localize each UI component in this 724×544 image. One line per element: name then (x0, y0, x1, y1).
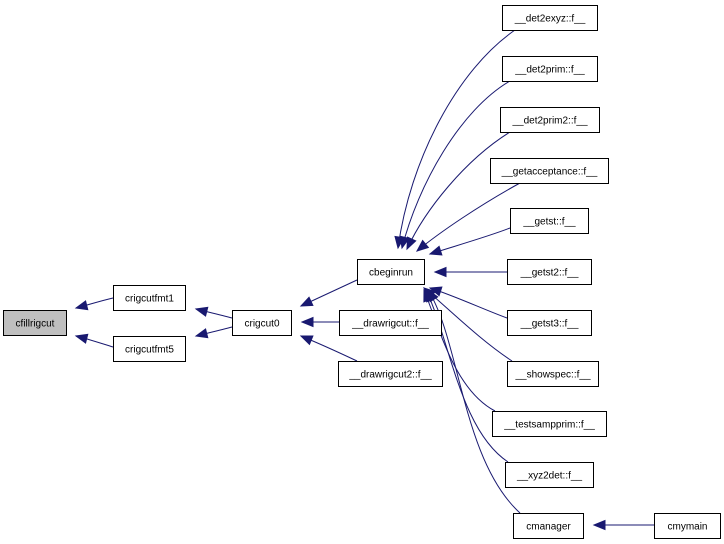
arrow-head (299, 296, 314, 307)
node-label: __det2prim2::f__ (511, 116, 587, 127)
node-label: __det2prim::f__ (514, 65, 585, 76)
arrow-head (299, 335, 314, 346)
arrow-head (592, 519, 606, 531)
edge-getst2-to-cbeginrun (433, 266, 507, 278)
node-label: __drawrigcut::f__ (351, 319, 429, 330)
node-box (654, 513, 721, 539)
edge-testsampprim-to-cbeginrun (423, 288, 496, 412)
edge-cmymain-to-cmanager (592, 519, 654, 531)
node-label: __showspec::f__ (514, 370, 590, 381)
edge-det2prim-to-cbeginrun (399, 80, 511, 250)
node-box (338, 361, 443, 387)
arrow-head (427, 288, 439, 303)
node-xyz2det[interactable]: __xyz2det::f__ (505, 462, 594, 488)
node-box (339, 310, 442, 336)
node-box (357, 259, 425, 285)
arrow-head (300, 316, 314, 328)
arrow-head (74, 300, 89, 311)
node-cmanager[interactable]: cmanager (513, 513, 584, 539)
node-crigcutfmt5[interactable]: crigcutfmt5 (113, 336, 186, 362)
node-drawrigcut[interactable]: __drawrigcut::f__ (339, 310, 442, 336)
node-showspec[interactable]: __showspec::f__ (507, 361, 599, 387)
node-box (500, 107, 600, 133)
node-box (505, 462, 594, 488)
arrow-head (399, 235, 410, 250)
node-label: crigcut0 (244, 319, 279, 330)
node-box (507, 361, 599, 387)
node-box (232, 310, 292, 336)
node-getst[interactable]: __getst::f__ (510, 208, 589, 234)
node-label: __xyz2det::f__ (516, 471, 582, 482)
node-box (113, 336, 186, 362)
edge-line (401, 80, 511, 249)
edge-drawrigcut2-to-crigcut0 (299, 335, 358, 362)
node-det2prim[interactable]: __det2prim::f__ (502, 56, 598, 82)
node-box (502, 5, 598, 31)
node-box (113, 285, 186, 311)
node-label: crigcutfmt1 (125, 294, 174, 305)
edge-line (416, 182, 521, 252)
arrow-head (406, 236, 417, 251)
node-label: crigcutfmt5 (125, 345, 174, 356)
node-label: __testsampprim::f__ (503, 420, 595, 431)
edge-getacceptance-to-cbeginrun (415, 182, 521, 252)
edge-getst-to-cbeginrun (428, 227, 511, 256)
node-crigcutfmt1[interactable]: crigcutfmt1 (113, 285, 186, 311)
arrow-head (194, 328, 209, 339)
node-label: __getacceptance::f__ (501, 167, 598, 178)
edge-crigcutfmt1-to-cfillrigcut (74, 297, 114, 311)
node-label: cbeginrun (369, 268, 413, 279)
node-label: cmymain (667, 522, 707, 533)
node-det2exyz[interactable]: __det2exyz::f__ (502, 5, 598, 31)
arrow-head (415, 239, 430, 252)
node-drawrigcut2[interactable]: __drawrigcut2::f__ (338, 361, 443, 387)
edge-line (423, 289, 496, 412)
node-label: __getst2::f__ (520, 268, 579, 279)
arrow-head (433, 266, 447, 278)
nodes-layer: cfillrigcut crigcutfmt1 crigcutfmt5 crigcut… (3, 5, 721, 539)
node-label: __det2exyz::f__ (514, 14, 586, 25)
edge-crigcutfmt5-to-cfillrigcut (74, 333, 114, 348)
node-cfillrigcut[interactable]: cfillrigcut (3, 310, 67, 336)
node-cbeginrun[interactable]: cbeginrun (357, 259, 425, 285)
node-crigcut0[interactable]: crigcut0 (232, 310, 292, 336)
node-testsampprim[interactable]: __testsampprim::f__ (492, 411, 607, 437)
edge-line (406, 131, 511, 250)
node-box (507, 259, 592, 285)
edge-drawrigcut-to-crigcut0 (300, 316, 339, 328)
node-box (507, 310, 592, 336)
arrow-head (428, 245, 443, 256)
node-label: __getst3::f__ (520, 319, 579, 330)
node-box (510, 208, 589, 234)
edges-layer (74, 29, 654, 531)
node-box (513, 513, 584, 539)
node-box (3, 310, 67, 336)
edge-line (397, 29, 516, 249)
node-box (490, 158, 609, 184)
node-getst2[interactable]: __getst2::f__ (507, 259, 592, 285)
node-det2prim2[interactable]: __det2prim2::f__ (500, 107, 600, 133)
node-getst3[interactable]: __getst3::f__ (507, 310, 592, 336)
arrow-head (74, 333, 89, 344)
node-box (492, 411, 607, 437)
node-label: __getst::f__ (522, 217, 576, 228)
node-label: cmanager (526, 522, 571, 533)
node-box (502, 56, 598, 82)
arrow-head (194, 306, 209, 317)
node-label: __drawrigcut2::f__ (348, 370, 432, 381)
node-cmymain[interactable]: cmymain (654, 513, 721, 539)
edge-crigcut0-to-crigcutfmt1 (194, 306, 233, 319)
edge-crigcut0-to-crigcutfmt5 (194, 326, 233, 339)
edge-cbeginrun-to-crigcut0 (299, 279, 358, 307)
node-label: cfillrigcut (16, 319, 55, 330)
edge-det2prim2-to-cbeginrun (406, 131, 511, 251)
edge-det2exyz-to-cbeginrun (394, 29, 516, 250)
node-getacceptance[interactable]: __getacceptance::f__ (490, 158, 609, 184)
